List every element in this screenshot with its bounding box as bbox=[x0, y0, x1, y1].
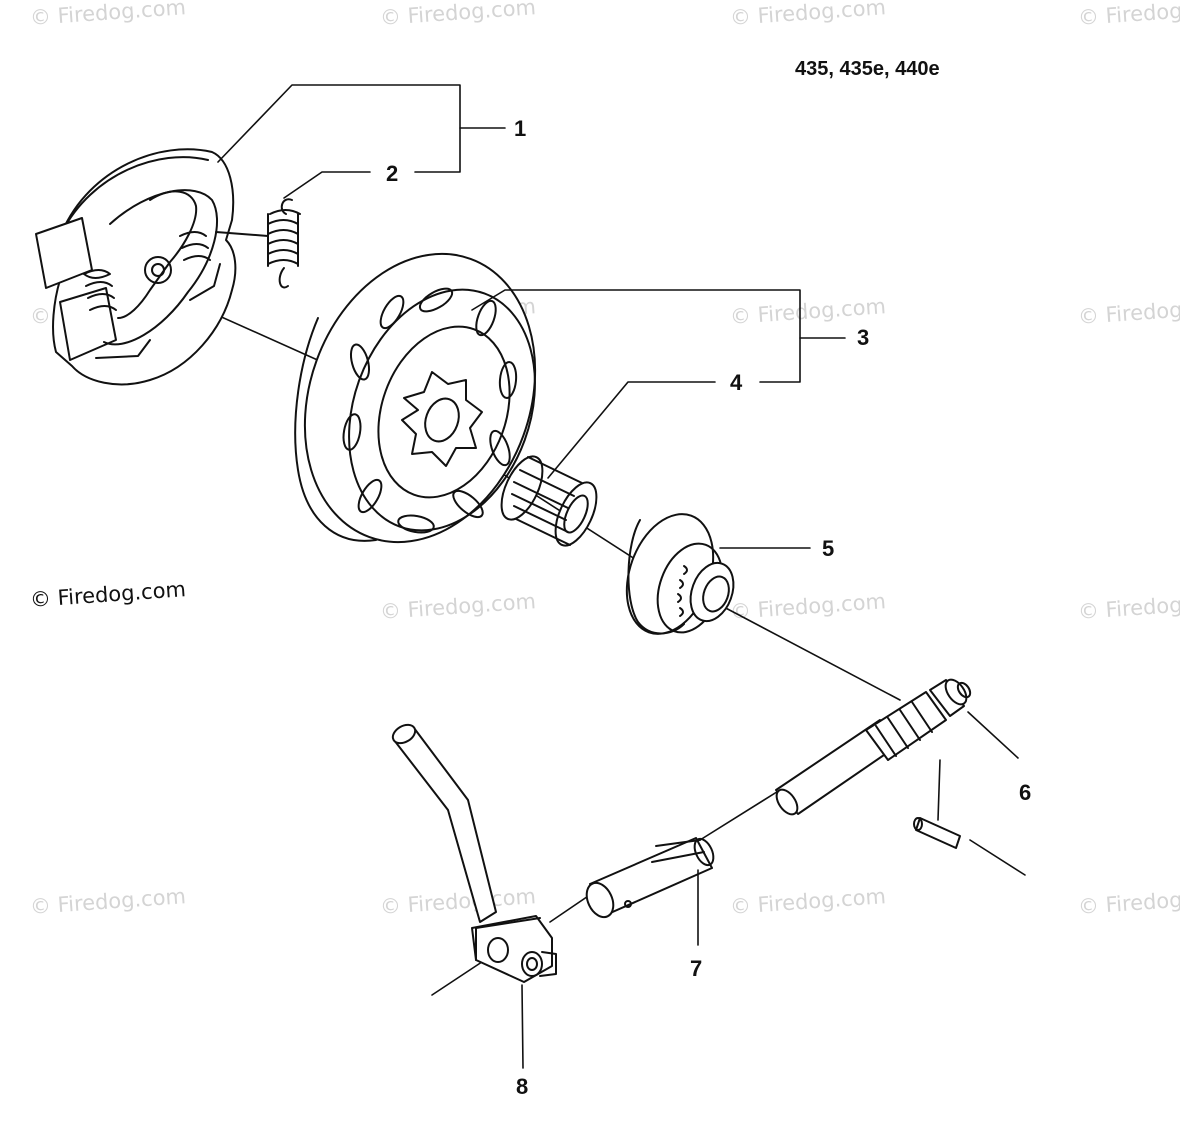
drive-shaft-drawing bbox=[775, 678, 972, 849]
callout-label-3: 3 bbox=[857, 325, 870, 350]
callout-label-5: 5 bbox=[822, 536, 835, 561]
clutch-drum-drawing bbox=[294, 252, 537, 544]
clutch-assembly-drawing bbox=[35, 148, 237, 386]
sprocket bbox=[401, 371, 483, 467]
assembly-axis-lines bbox=[149, 284, 1026, 1069]
callout-label-1: 1 bbox=[514, 116, 527, 141]
model-title: 435, 435e, 440e bbox=[795, 58, 940, 80]
drive-gear-drawing bbox=[625, 513, 735, 635]
callout-label-7: 7 bbox=[690, 956, 703, 981]
sleeve-drawing bbox=[585, 837, 715, 919]
callout-label-8: 8 bbox=[516, 1074, 529, 1099]
lever-drawing bbox=[391, 723, 557, 983]
callout-label-4: 4 bbox=[730, 370, 743, 395]
callout-leader-lines bbox=[217, 84, 1019, 946]
needle-bearing-drawing bbox=[500, 455, 598, 547]
drum-slots bbox=[342, 287, 518, 534]
clutch-spring-drawing bbox=[215, 198, 301, 289]
callout-label-2: 2 bbox=[386, 161, 399, 186]
callout-label-6: 6 bbox=[1019, 780, 1032, 805]
